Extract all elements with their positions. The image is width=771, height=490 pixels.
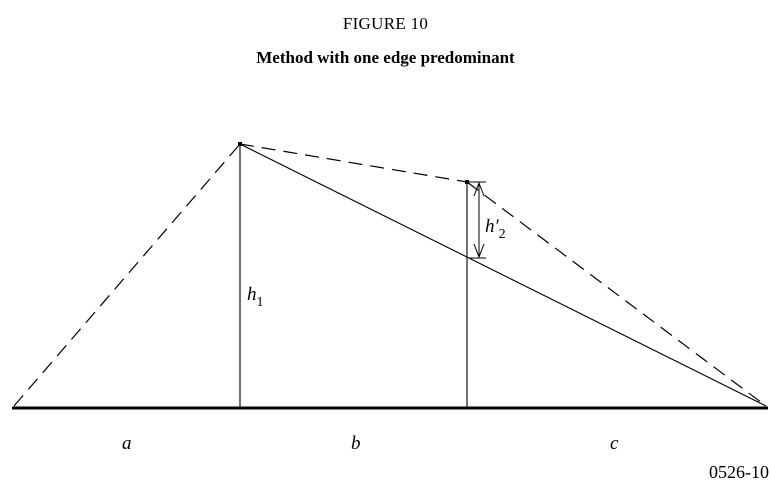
- h2-label: h′2: [485, 216, 506, 242]
- path-left-dashed: [13, 143, 241, 407]
- figure-label: FIGURE 10: [342, 14, 429, 33]
- distance-c-label: c: [610, 433, 619, 454]
- h1-label: h1: [247, 284, 264, 310]
- main-edge-marker: [238, 142, 242, 146]
- distance-a-label: a: [122, 433, 132, 454]
- main-edge-to-terminal-line: [239, 143, 767, 407]
- path-top-dashed: [239, 143, 468, 183]
- figure-reference-number: 0526-10: [709, 462, 769, 482]
- path-right-dashed: [466, 181, 767, 407]
- figure-title: Method with one edge predominant: [256, 48, 515, 67]
- secondary-edge-marker: [465, 180, 469, 184]
- distance-b-label: b: [351, 433, 361, 454]
- h2-dimension-arrow: [469, 181, 486, 259]
